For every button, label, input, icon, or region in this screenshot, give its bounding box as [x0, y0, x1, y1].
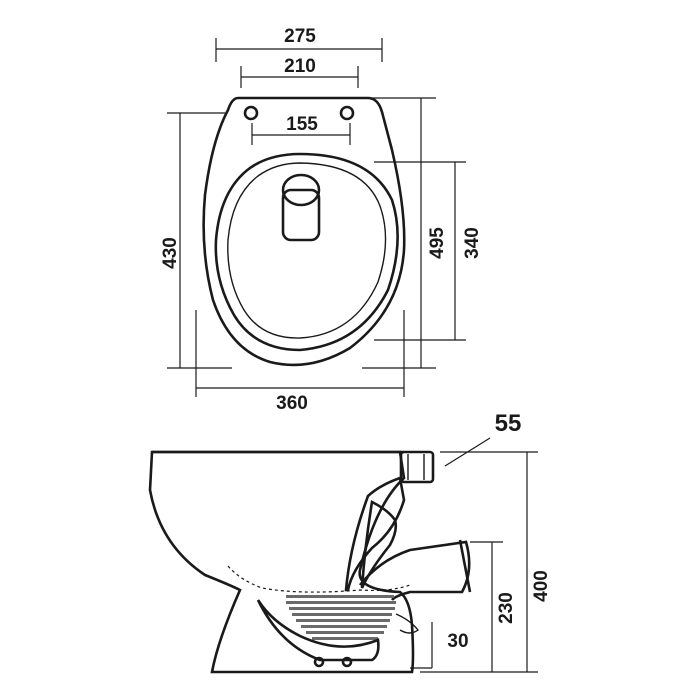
dim-label-55: 55: [495, 410, 522, 437]
siphon-detail: [395, 613, 419, 634]
top-view: 275 210 155 430 495: [160, 26, 483, 414]
dim-total-height: 400: [420, 451, 552, 673]
mounting-hole-left: [243, 105, 259, 121]
dim-hole-spacing: 155: [251, 114, 351, 145]
dim-label-340: 340: [462, 227, 483, 259]
dim-label-400: 400: [531, 570, 552, 602]
dim-width-holes: 210: [240, 56, 359, 88]
side-view-body-outline: [148, 450, 415, 674]
dim-base-offset: 30: [410, 622, 469, 669]
dim-label-495: 495: [427, 227, 448, 259]
dim-label-360: 360: [276, 393, 308, 414]
dim-outlet-diameter: 55: [444, 410, 522, 467]
outlet-fitting: [399, 450, 435, 484]
siphon-channel: [344, 476, 406, 592]
top-view-outer-outline: [202, 96, 406, 367]
side-view: 55 400 230 30: [148, 410, 552, 674]
outlet-pipe-end: [458, 539, 472, 593]
dim-width-outer: 275: [215, 26, 383, 62]
dim-label-230: 230: [496, 592, 517, 624]
mounting-hole-right: [339, 105, 355, 121]
dim-label-155: 155: [286, 114, 318, 135]
dim-base-width: 360: [195, 310, 405, 414]
top-view-bowl-rim: [214, 152, 399, 352]
water-seal: [227, 565, 411, 593]
dim-depth-right: 495: [362, 97, 448, 369]
dim-label-30: 30: [447, 631, 468, 652]
fixing-hole-2: [341, 656, 353, 668]
water-hatch: [286, 595, 396, 640]
dim-depth-bowl: 340: [374, 161, 483, 341]
flush-curve: [360, 500, 398, 589]
top-view-inner-bowl: [227, 162, 387, 339]
dim-outlet-height: 230: [470, 541, 517, 672]
outlet-pipe: [358, 540, 471, 601]
dim-label-430: 430: [160, 237, 181, 269]
fixing-hole-1: [313, 656, 325, 668]
dim-label-275: 275: [284, 26, 316, 47]
dim-depth-left: 430: [160, 112, 232, 369]
water-inlet: [281, 173, 321, 242]
dim-label-210: 210: [284, 56, 316, 77]
base-cutout: [256, 599, 380, 662]
